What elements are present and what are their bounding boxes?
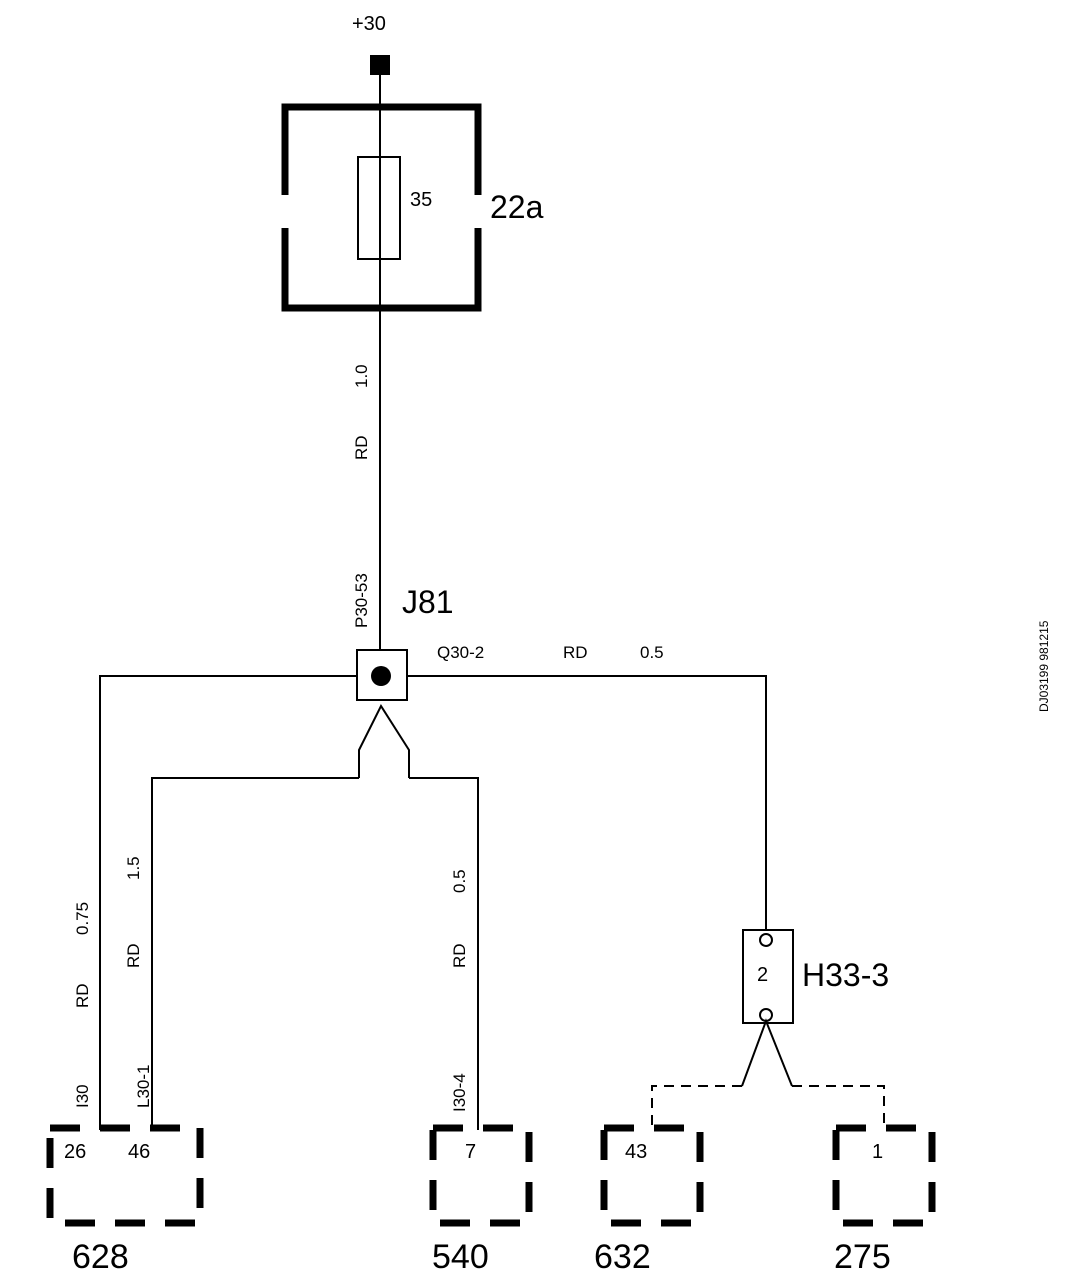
comp-540-pin: 7 bbox=[465, 1141, 476, 1163]
h33-label: H33-3 bbox=[802, 957, 889, 993]
horizontal-bus bbox=[99, 675, 357, 1130]
wire-mid bbox=[409, 777, 479, 1130]
wire-left2-color: RD bbox=[124, 943, 143, 968]
h33-pin-top bbox=[759, 933, 773, 947]
comp-628-pin-b: 46 bbox=[128, 1141, 150, 1163]
h33-fork bbox=[741, 1018, 793, 1087]
wire-q30-color: RD bbox=[563, 643, 588, 662]
wire-q30-gauge: 0.5 bbox=[640, 643, 664, 662]
wire-mid-code: I30-4 bbox=[450, 1073, 469, 1112]
wire-mid-gauge: 0.5 bbox=[450, 869, 469, 893]
comp-632-pin: 43 bbox=[625, 1141, 647, 1163]
main-wire-code: P30-53 bbox=[352, 573, 371, 628]
fuse-rating: 35 bbox=[410, 189, 432, 211]
component-632 bbox=[600, 1124, 704, 1227]
wire-left1-code: I30 bbox=[73, 1084, 92, 1108]
comp-632-label: 632 bbox=[594, 1238, 651, 1276]
wire-left1-gauge: 0.75 bbox=[73, 902, 92, 935]
dashed-wire-275 bbox=[792, 1085, 885, 1128]
splice-node bbox=[371, 666, 391, 686]
wire-q30-code: Q30-2 bbox=[437, 643, 484, 662]
comp-275-label: 275 bbox=[834, 1238, 891, 1276]
wire-left2-gauge: 1.5 bbox=[124, 856, 143, 880]
wire-left2 bbox=[151, 777, 359, 1130]
splice-label: J81 bbox=[402, 584, 454, 620]
fuse-box bbox=[281, 103, 482, 312]
comp-540-label: 540 bbox=[432, 1238, 489, 1276]
main-wire-color: RD bbox=[352, 435, 371, 460]
main-wire-gauge: 1.0 bbox=[352, 364, 371, 388]
comp-628-label: 628 bbox=[72, 1238, 129, 1276]
component-540 bbox=[429, 1124, 533, 1227]
wire-left2-code: L30-1 bbox=[134, 1065, 153, 1108]
drawing-id: DJ03199 981215 bbox=[1037, 620, 1051, 712]
comp-275-pin: 1 bbox=[872, 1141, 883, 1163]
supply-label: +30 bbox=[352, 13, 386, 35]
component-628 bbox=[46, 1124, 204, 1227]
dashed-wire-632 bbox=[651, 1085, 742, 1128]
wire-mid-color: RD bbox=[450, 943, 469, 968]
fuse-label: 22a bbox=[490, 189, 544, 225]
component-275 bbox=[832, 1124, 936, 1227]
wire-to-h33 bbox=[407, 675, 767, 932]
splice-fork bbox=[358, 703, 410, 778]
wire-left1-color: RD bbox=[73, 983, 92, 1008]
comp-628-pin-a: 26 bbox=[64, 1141, 86, 1163]
supply-terminal bbox=[370, 55, 390, 75]
h33-pin-number: 2 bbox=[757, 964, 768, 986]
